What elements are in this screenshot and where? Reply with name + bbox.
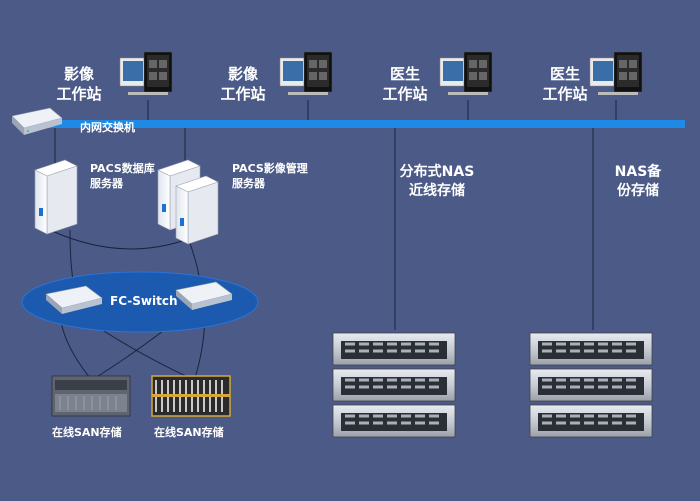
nas-near-line-label: 分布式NAS 近线存储 (392, 163, 482, 201)
workstation-label: 医生 工作站 (530, 64, 600, 104)
network-switch-icon (11, 107, 63, 135)
db-server-label: PACS数据库 服务器 (90, 161, 155, 191)
lan-bus (20, 120, 685, 128)
workstation-label-line2: 工作站 (220, 85, 266, 103)
monitor-icon (119, 51, 173, 95)
nas-backup-label-line1: NAS备 (614, 164, 662, 180)
san-label: 在线SAN存储 (52, 426, 122, 439)
nas-backup-rack-icon (529, 332, 653, 438)
fc-switch-icon (175, 281, 233, 310)
workstation-label-line1: 医生 (389, 65, 420, 83)
image-server-label: PACS影像管理 服务器 (232, 161, 308, 191)
monitor-icon (279, 51, 333, 95)
workstation-label: 医生 工作站 (370, 64, 440, 104)
image-server-icon (175, 175, 219, 245)
fc-switch-label: FC-Switch (110, 294, 178, 308)
workstation-label-line2: 工作站 (542, 85, 588, 103)
workstation-label-line2: 工作站 (382, 85, 428, 103)
image-server-label-line2: 服务器 (232, 177, 265, 190)
workstation-label-line1: 影像 (63, 65, 94, 83)
workstation-label-line1: 影像 (227, 65, 258, 83)
nas-near-line-label-line2: 近线存储 (409, 183, 465, 199)
workstation-label: 影像 工作站 (44, 64, 114, 104)
monitor-icon (589, 51, 643, 95)
db-server-label-line1: PACS数据库 (90, 162, 155, 175)
image-server-label-line1: PACS影像管理 (232, 162, 308, 175)
workstation-label: 影像 工作站 (208, 64, 278, 104)
lan-switch-label: 内网交换机 (80, 121, 135, 134)
workstation-label-line2: 工作站 (56, 85, 102, 103)
workstation-label-line1: 医生 (549, 65, 580, 83)
nas-backup-label-line2: 份存储 (617, 183, 659, 199)
fc-switch-icon (45, 285, 103, 314)
san-label: 在线SAN存储 (154, 426, 224, 439)
monitor-icon (439, 51, 493, 95)
db-server-icon (34, 159, 78, 235)
san-storage-icon (151, 375, 231, 417)
nas-near-line-label-line1: 分布式NAS (399, 164, 475, 180)
db-server-label-line2: 服务器 (90, 177, 123, 190)
nas-backup-label: NAS备 份存储 (608, 163, 668, 201)
san-storage-icon (51, 375, 131, 417)
nas-near-line-rack-icon (332, 332, 456, 438)
